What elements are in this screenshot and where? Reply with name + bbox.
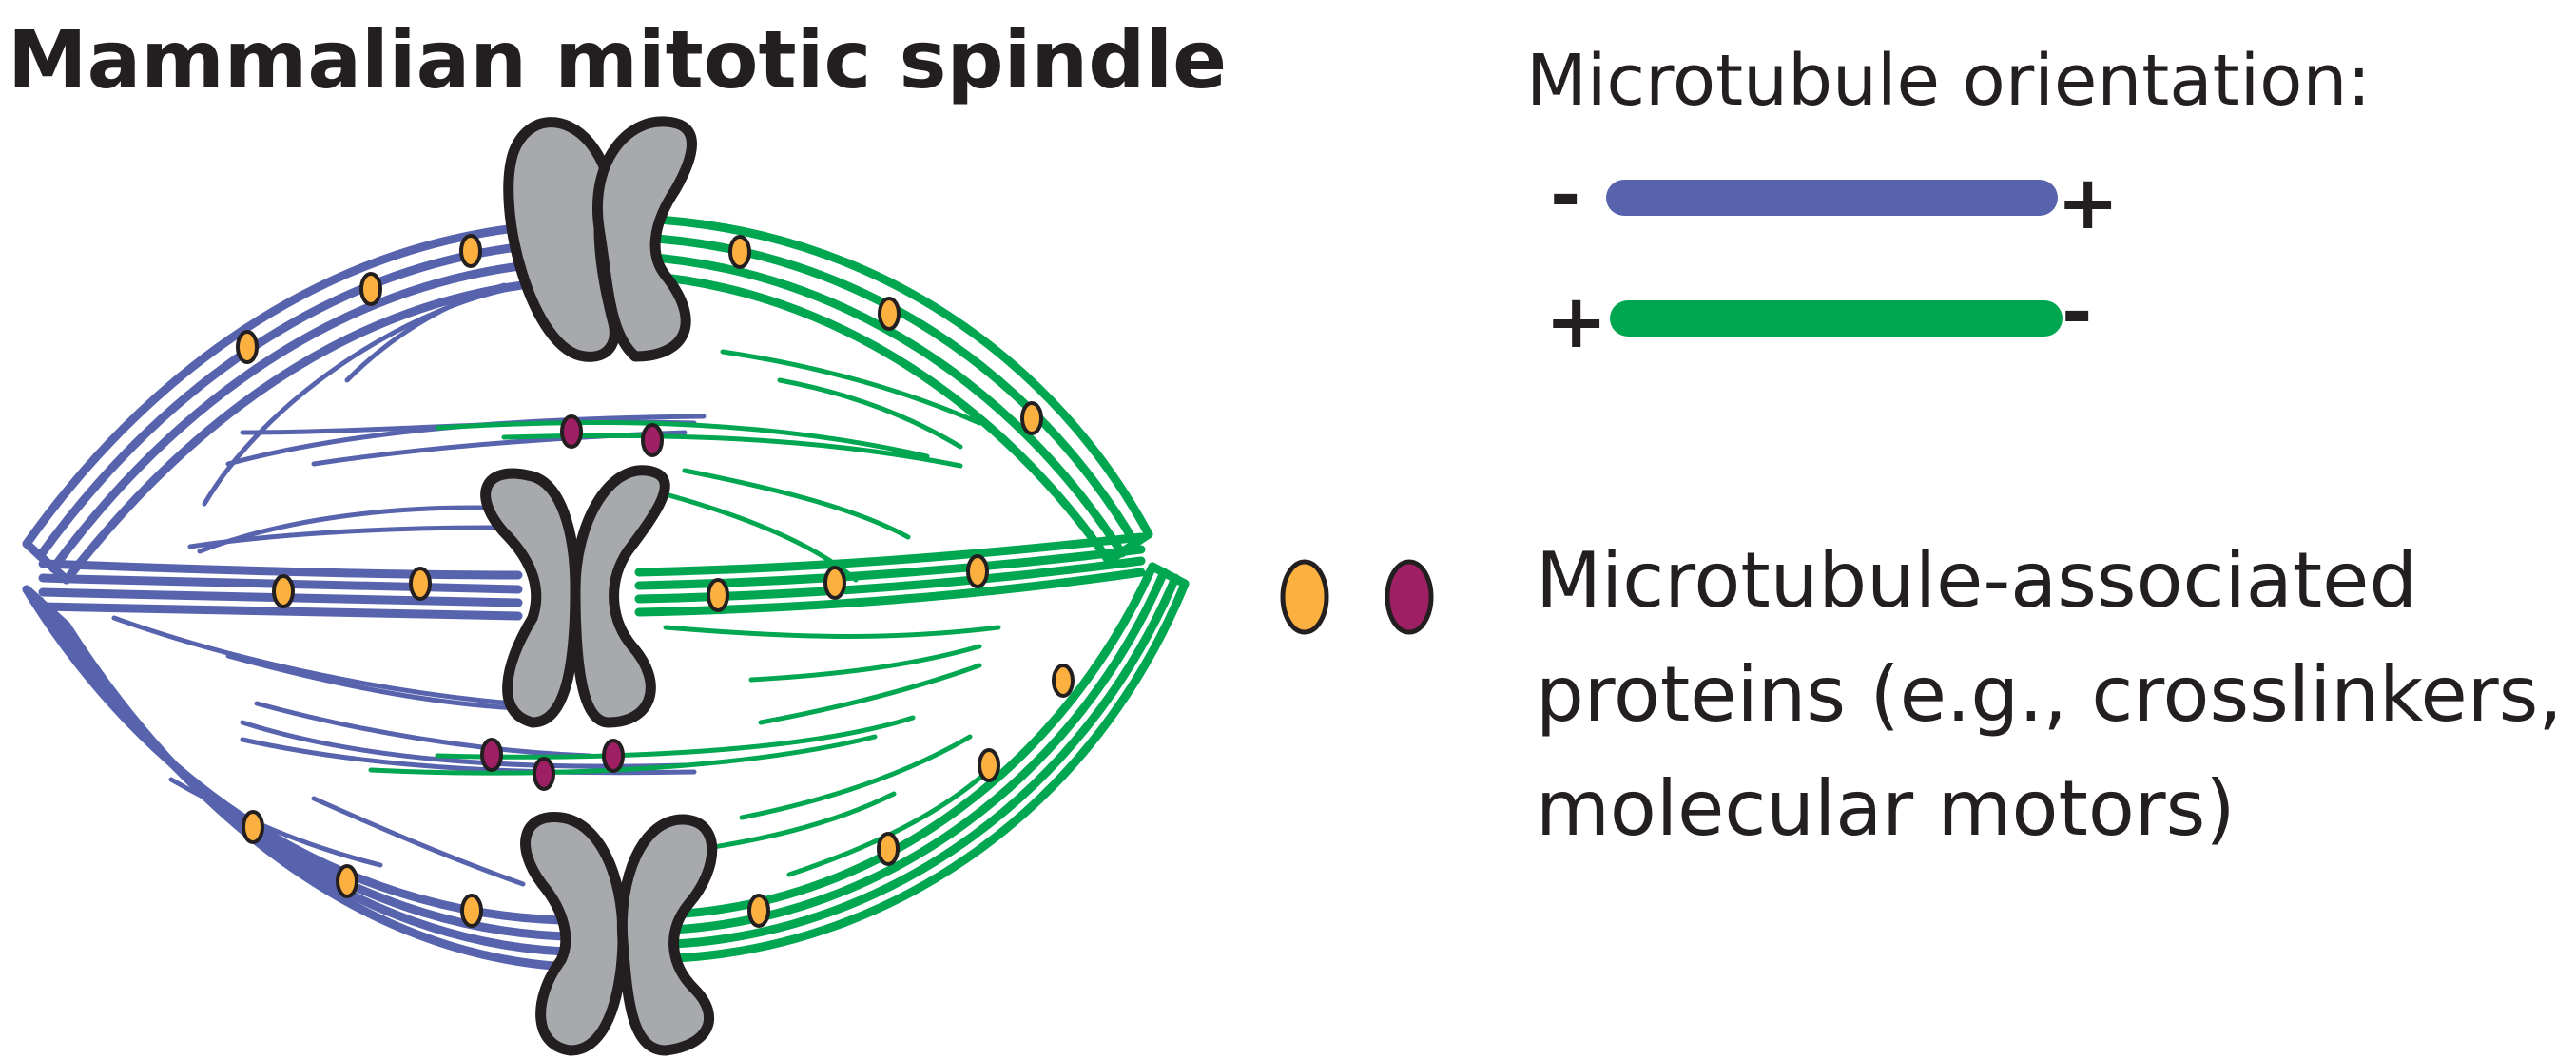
orange-map-icon xyxy=(728,235,751,269)
green-kfiber-lower xyxy=(666,562,1190,963)
spindle-poles xyxy=(22,530,1190,630)
chromosome-icon xyxy=(616,814,718,1056)
orange-map-icon xyxy=(272,574,295,608)
chromosome-icon xyxy=(570,465,670,728)
chromosome-bottom xyxy=(520,812,718,1056)
orange-map-icon xyxy=(747,894,770,928)
maps-label-line3: molecular motors) xyxy=(1536,764,2236,853)
purple-map-icon xyxy=(533,757,555,791)
green-interpolar-microtubules xyxy=(368,349,1001,877)
legend: Microtubule orientation: - + + - Microtu… xyxy=(1280,40,2563,853)
blue-kfiber-upper xyxy=(22,221,543,585)
blue-kfiber-middle xyxy=(38,559,523,621)
chromosome-icon xyxy=(480,468,581,728)
orange-map-icon xyxy=(1280,559,1329,635)
legend-row-blue: - + xyxy=(1550,153,2119,246)
orientation-heading: Microtubule orientation: xyxy=(1526,40,2371,122)
purple-map-icon xyxy=(480,738,503,772)
minus-sign: - xyxy=(1550,153,1580,239)
orange-map-icon xyxy=(878,297,901,331)
orange-maps xyxy=(236,234,1075,928)
minus-sign: - xyxy=(2062,270,2092,356)
chromosome-middle xyxy=(480,465,670,728)
orange-map-icon xyxy=(242,810,264,844)
orange-map-icon xyxy=(707,578,729,612)
purple-map-icon xyxy=(560,414,583,449)
orange-map-icon xyxy=(460,894,483,928)
orange-map-icon xyxy=(459,234,482,268)
legend-row-green: + - xyxy=(1545,270,2092,365)
orange-map-icon xyxy=(966,554,989,588)
plus-sign: + xyxy=(2057,161,2119,246)
chromosome-top xyxy=(503,116,697,362)
orange-map-icon xyxy=(236,330,259,364)
orange-map-icon xyxy=(823,566,846,600)
blue-kfiber-lower xyxy=(22,585,571,972)
orange-map-icon xyxy=(336,864,358,898)
orange-map-icon xyxy=(359,272,382,306)
orange-map-icon xyxy=(409,567,432,601)
purple-map-icon xyxy=(641,423,664,457)
plus-sign: + xyxy=(1545,279,1607,365)
spindle-diagram xyxy=(22,116,1190,1056)
purple-maps xyxy=(480,414,664,791)
maps-label-line2: proteins (e.g., crosslinkers, xyxy=(1536,650,2563,739)
chromosome-icon xyxy=(592,116,697,362)
orange-map-icon xyxy=(877,832,900,866)
figure-title: Mammalian mitotic spindle xyxy=(8,13,1227,106)
purple-map-icon xyxy=(602,739,625,773)
orange-map-icon xyxy=(978,748,1000,782)
purple-map-icon xyxy=(1385,559,1434,635)
maps-label-line1: Microtubule-associated xyxy=(1536,536,2417,625)
orange-map-icon xyxy=(1020,401,1043,435)
orange-map-icon xyxy=(1052,664,1075,698)
